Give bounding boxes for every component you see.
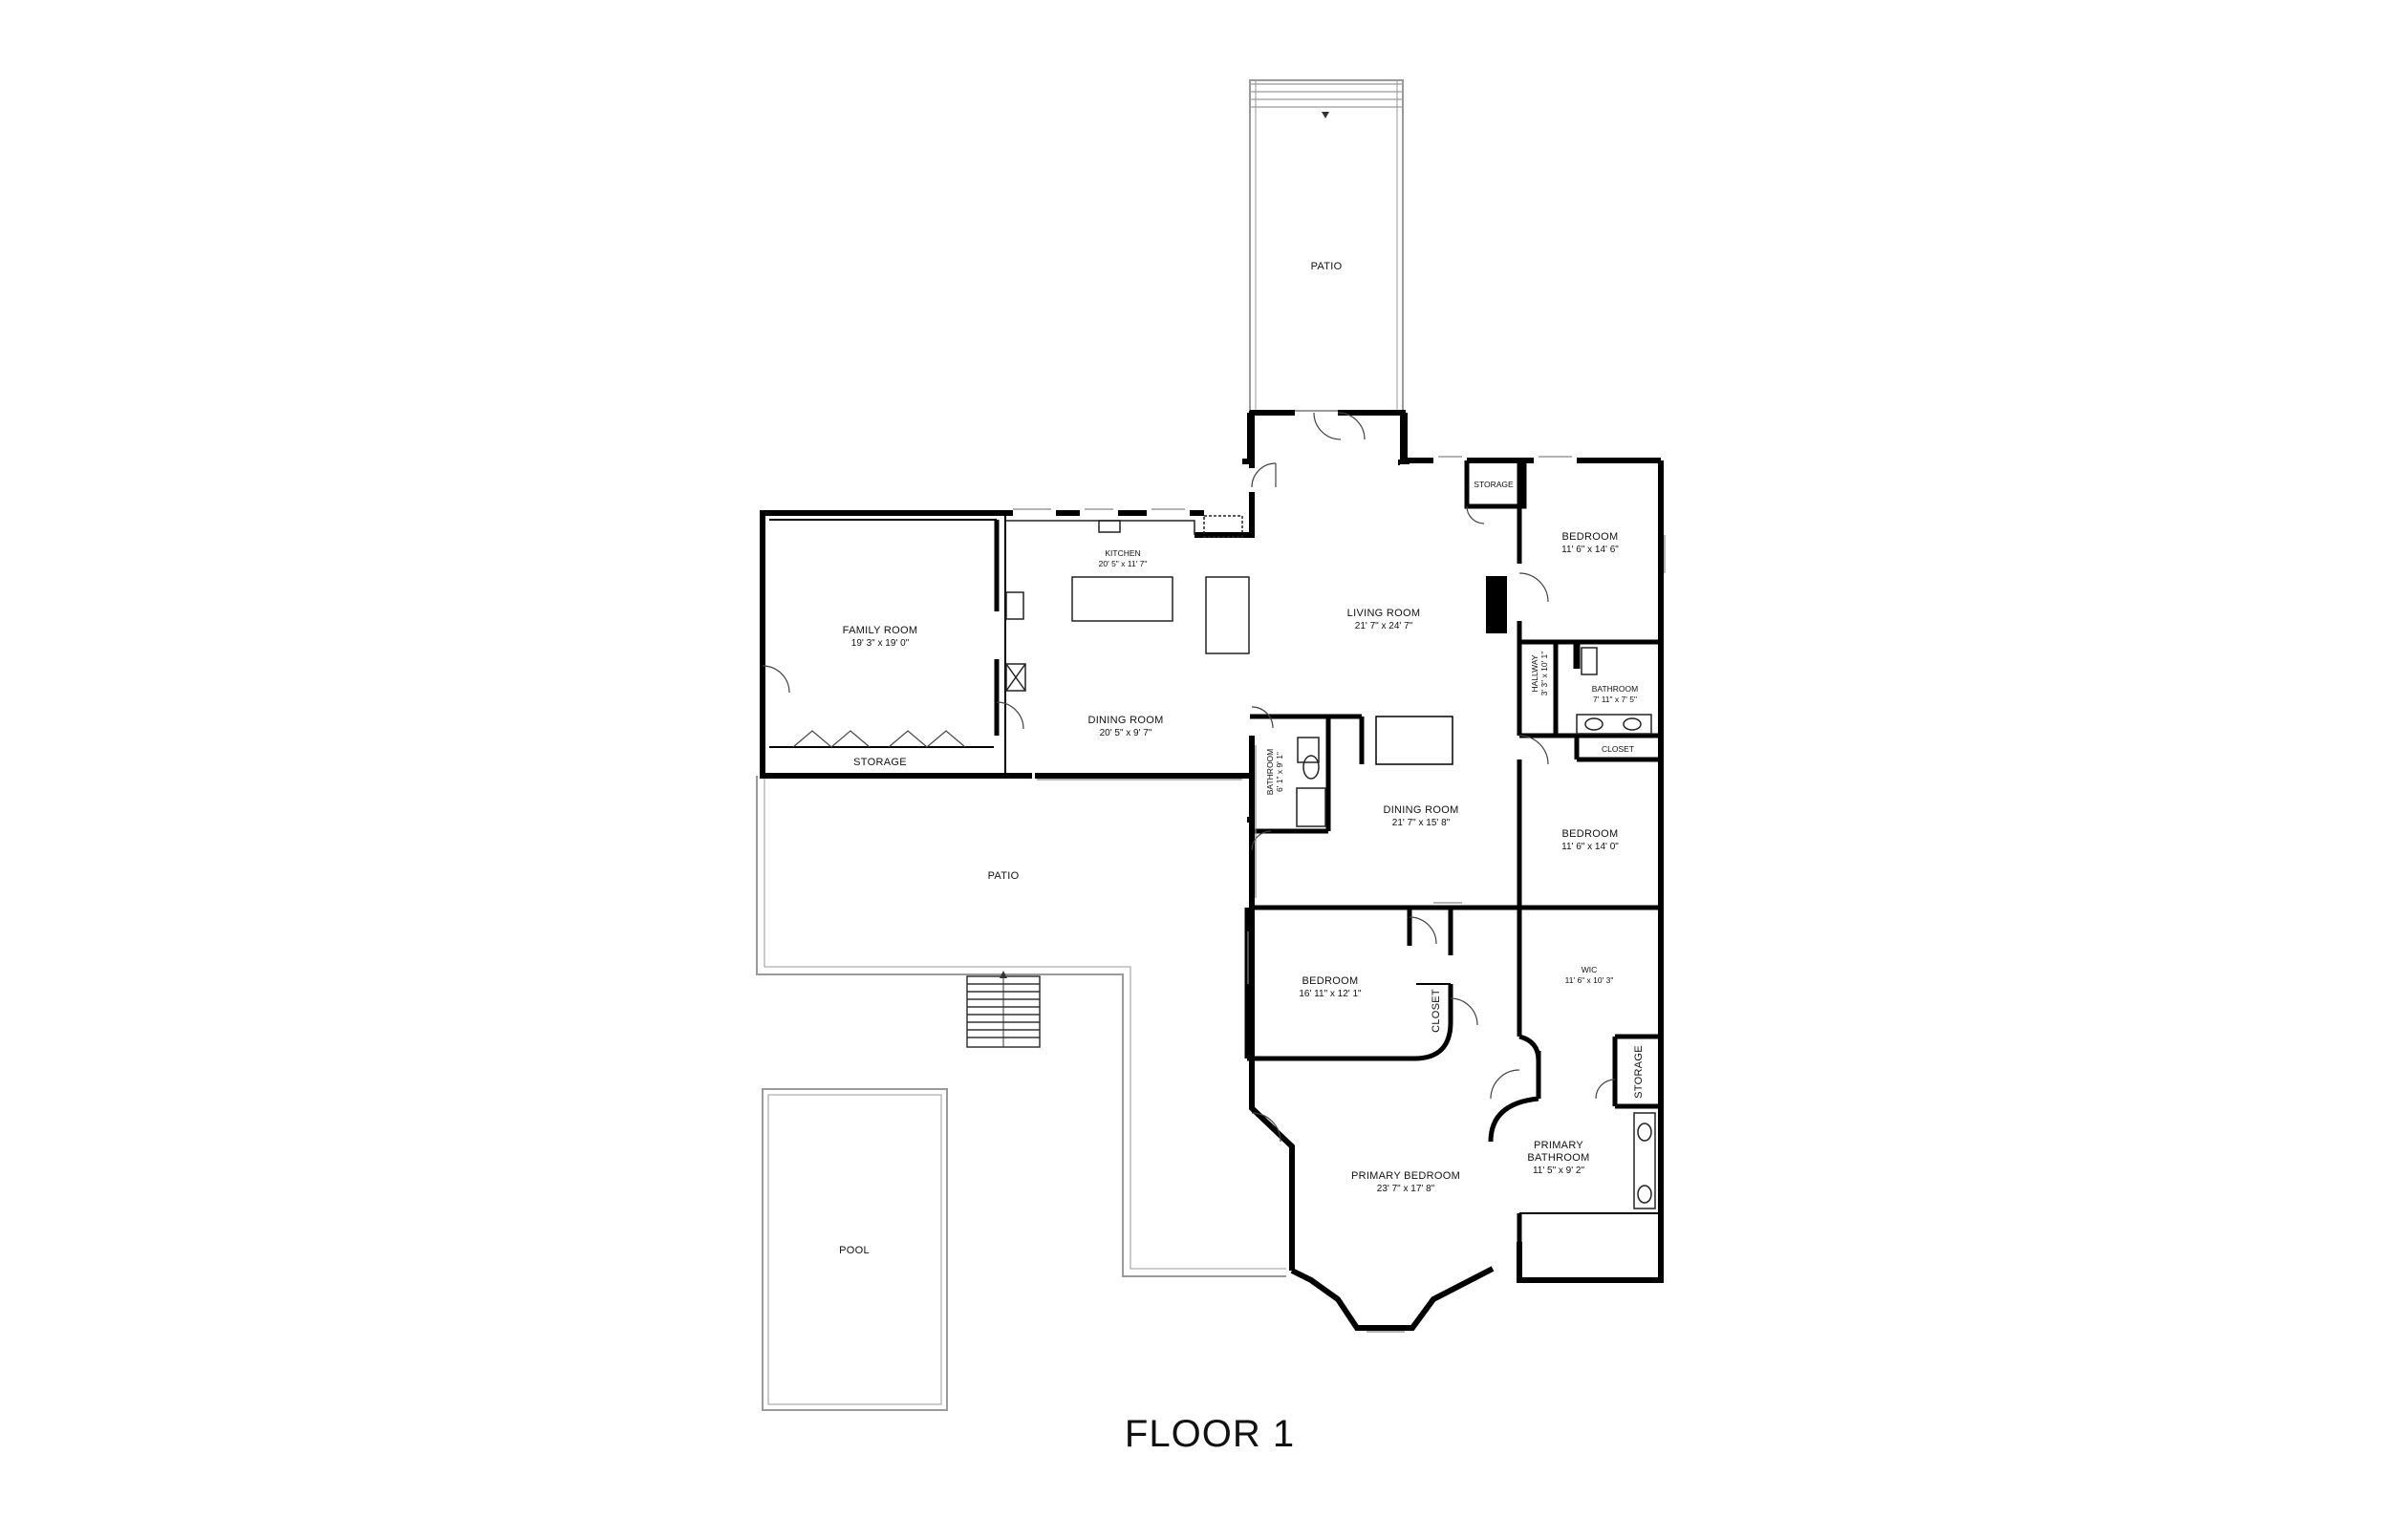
floor-title: FLOOR 1 — [1125, 1413, 1295, 1455]
bathroom-1-dims: 7' 11" x 7' 5" — [1593, 695, 1637, 704]
family-room-dims: 19' 3" x 19' 0" — [851, 638, 910, 649]
bedroom-2-label: BEDROOM — [1562, 828, 1619, 840]
windows — [1013, 456, 1666, 1333]
patio-left-label: PATIO — [988, 870, 1020, 882]
primary-bathroom-label: PRIMARY — [1534, 1140, 1583, 1151]
living-room-dims: 21' 7" x 24' 7" — [1355, 621, 1413, 631]
interior-walls — [769, 460, 1664, 1251]
closet-1-label: CLOSET — [1602, 744, 1634, 754]
living-room-label: LIVING ROOM — [1347, 608, 1421, 619]
patio-top-steps — [1250, 83, 1403, 108]
bedroom-3-label: BEDROOM — [1302, 975, 1359, 987]
primary-bathroom-label-2: BATHROOM — [1527, 1152, 1589, 1164]
storage-bath-label: STORAGE — [1633, 1045, 1645, 1099]
patio-left-outline — [756, 776, 1286, 1277]
patio-top-outline — [1249, 79, 1404, 412]
hallway-label: HALLWAY — [1530, 654, 1539, 692]
primary-bedroom-dims: 23' 7" x 17' 8" — [1377, 1184, 1435, 1194]
dining-room-1-label: DINING ROOM — [1087, 715, 1163, 726]
bedroom-1-dims: 11' 6" x 14' 6" — [1561, 545, 1619, 555]
kitchen-label: KITCHEN — [1105, 548, 1140, 558]
hallway-dims: 3' 3" x 10' 1" — [1539, 652, 1549, 696]
wic-dims: 11' 6" x 10' 3" — [1565, 975, 1614, 985]
bedroom-1-label: BEDROOM — [1562, 531, 1619, 543]
doors — [762, 412, 1616, 1143]
stair-arrow-icon — [1000, 971, 1007, 978]
wic-label: WIC — [1582, 965, 1598, 974]
dining-room-1-dims: 20' 5" x 9' 7" — [1100, 728, 1152, 738]
pool-inner — [767, 1094, 942, 1405]
dining-room-2-dims: 21' 7" x 15' 8" — [1392, 818, 1451, 828]
bathroom-2-label: BATHROOM — [1265, 749, 1275, 795]
patio-top-label: PATIO — [1311, 261, 1343, 272]
kitchen-dims: 20' 5" x 11' 7" — [1099, 559, 1148, 568]
storage-family-label: STORAGE — [853, 757, 907, 768]
outdoor-outlines — [756, 79, 1404, 1411]
family-room-label: FAMILY ROOM — [843, 625, 918, 636]
storage-top-label: STORAGE — [1474, 480, 1514, 489]
dining-room-2-label: DINING ROOM — [1383, 804, 1458, 816]
closet-2-label: CLOSET — [1431, 989, 1442, 1033]
bedroom-2-dims: 11' 6" x 14' 0" — [1561, 842, 1619, 852]
primary-bathroom-dims: 11' 5" x 9' 2" — [1533, 1166, 1585, 1176]
primary-bedroom-label: PRIMARY BEDROOM — [1351, 1170, 1460, 1182]
patio-arrow-icon — [1322, 112, 1329, 118]
pool-outline — [762, 1088, 948, 1411]
pool-label: POOL — [839, 1245, 870, 1256]
bathroom-2-dims: 6' 1" x 9' 1" — [1275, 752, 1284, 792]
folding-doors — [792, 730, 966, 748]
bath-fixtures — [1296, 647, 1656, 1209]
kitchen-fixtures — [1005, 515, 1250, 692]
room-labels: PATIO STORAGE BEDROOM 11' 6" x 14' 6" KI… — [839, 261, 1645, 1455]
patio-stairs — [966, 975, 1041, 1048]
patio-top-inner — [1255, 79, 1398, 412]
bedroom-3-dims: 16' 11" x 12' 1" — [1299, 989, 1362, 999]
bathroom-1-label: BATHROOM — [1592, 684, 1638, 694]
exterior-walls — [760, 410, 1664, 1331]
patio-left-inner — [764, 776, 1286, 1270]
